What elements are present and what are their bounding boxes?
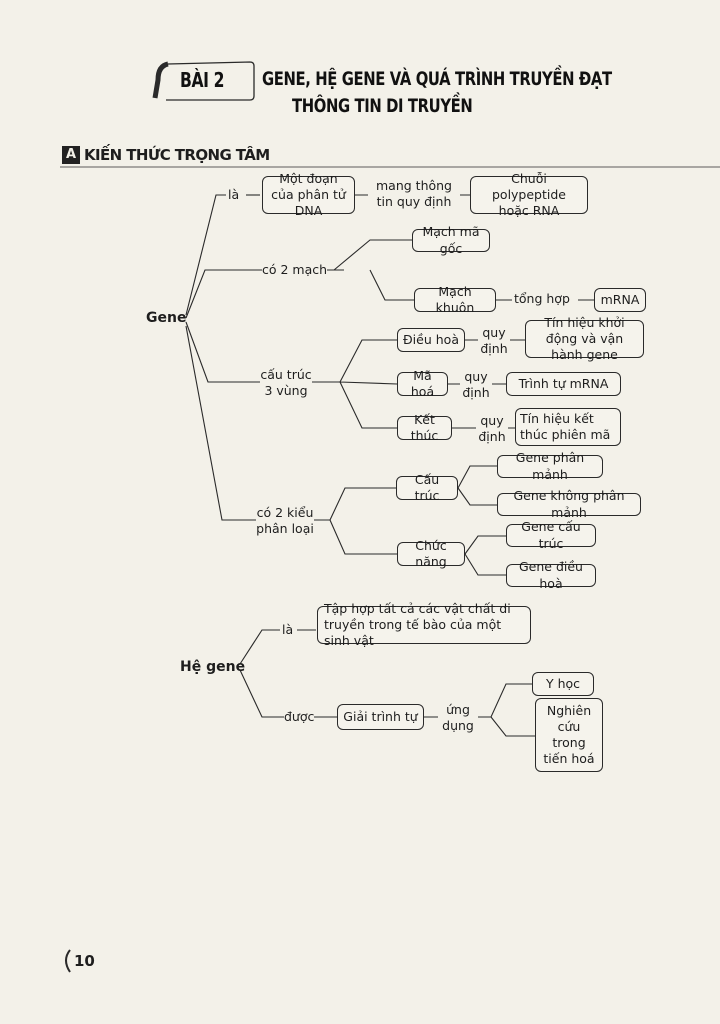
genome-is-label: là xyxy=(282,622,294,639)
template-strand-box: Mạch khuôn xyxy=(414,284,496,315)
region-box-2: Kết thúc xyxy=(397,412,452,443)
gene-is-label: là xyxy=(228,187,240,204)
region-rel-1: quy định xyxy=(460,369,492,402)
by-function-box: Chức năng xyxy=(397,538,465,569)
page-title-line1: GENE, HỆ GENE VÀ QUÁ TRÌNH TRUYỀN ĐẠT xyxy=(262,68,612,90)
page-number: 10 xyxy=(74,952,95,970)
mrna-box: mRNA xyxy=(594,288,646,312)
by-label: được xyxy=(284,709,315,726)
structure-label: cấu trúc 3 vùng xyxy=(260,367,312,400)
function-type-0: Gene cấu trúc xyxy=(506,519,596,551)
application-0: Y học xyxy=(532,672,594,696)
gene-definition-box: Một đoạn của phân tử DNA xyxy=(262,171,355,218)
product-box: Chuỗi polypeptide hoặc RNA xyxy=(470,171,588,218)
genome-root: Hệ gene xyxy=(180,659,246,675)
page-title-line2: THÔNG TIN DI TRUYỀN xyxy=(292,95,473,117)
region-rel-2: quy định xyxy=(476,413,508,446)
region-box-0: Điều hoà xyxy=(397,328,465,352)
region-result-2: Tín hiệu kết thúc phiên mã xyxy=(515,408,621,446)
function-type-1: Gene điều hoà xyxy=(506,559,596,591)
application-1: Nghiên cứu trong tiến hoá xyxy=(535,698,603,772)
structure-type-0: Gene phân mảnh xyxy=(497,450,603,482)
by-structure-box: Cấu trúc xyxy=(396,472,458,503)
region-result-0: Tín hiệu khởi động và vận hành gene xyxy=(525,315,644,362)
region-rel-0: quy định xyxy=(478,325,510,358)
section-title: KIẾN THỨC TRỌNG TÂM xyxy=(84,146,270,164)
sequencing-box: Giải trình tự xyxy=(337,704,424,730)
two-strands-label: có 2 mạch xyxy=(262,262,328,279)
genome-definition-box: Tập hợp tất cả các vật chất di truyền tr… xyxy=(317,601,531,648)
structure-type-1: Gene không phân mảnh xyxy=(497,488,641,520)
classification-label: có 2 kiểu phân loại xyxy=(256,505,314,538)
region-box-1: Mã hoá xyxy=(397,368,448,399)
synthesize-label: tổng hợp xyxy=(514,291,570,308)
region-result-1: Trình tự mRNA xyxy=(506,372,621,396)
carries-label: mang thông tin quy định xyxy=(368,178,460,211)
lesson-label: BÀI 2 xyxy=(180,68,225,92)
gene-root: Gene xyxy=(146,310,187,326)
application-label: ứng dụng xyxy=(438,702,478,735)
template-origin-box: Mạch mã gốc xyxy=(412,224,490,256)
section-letter: A xyxy=(62,146,80,164)
